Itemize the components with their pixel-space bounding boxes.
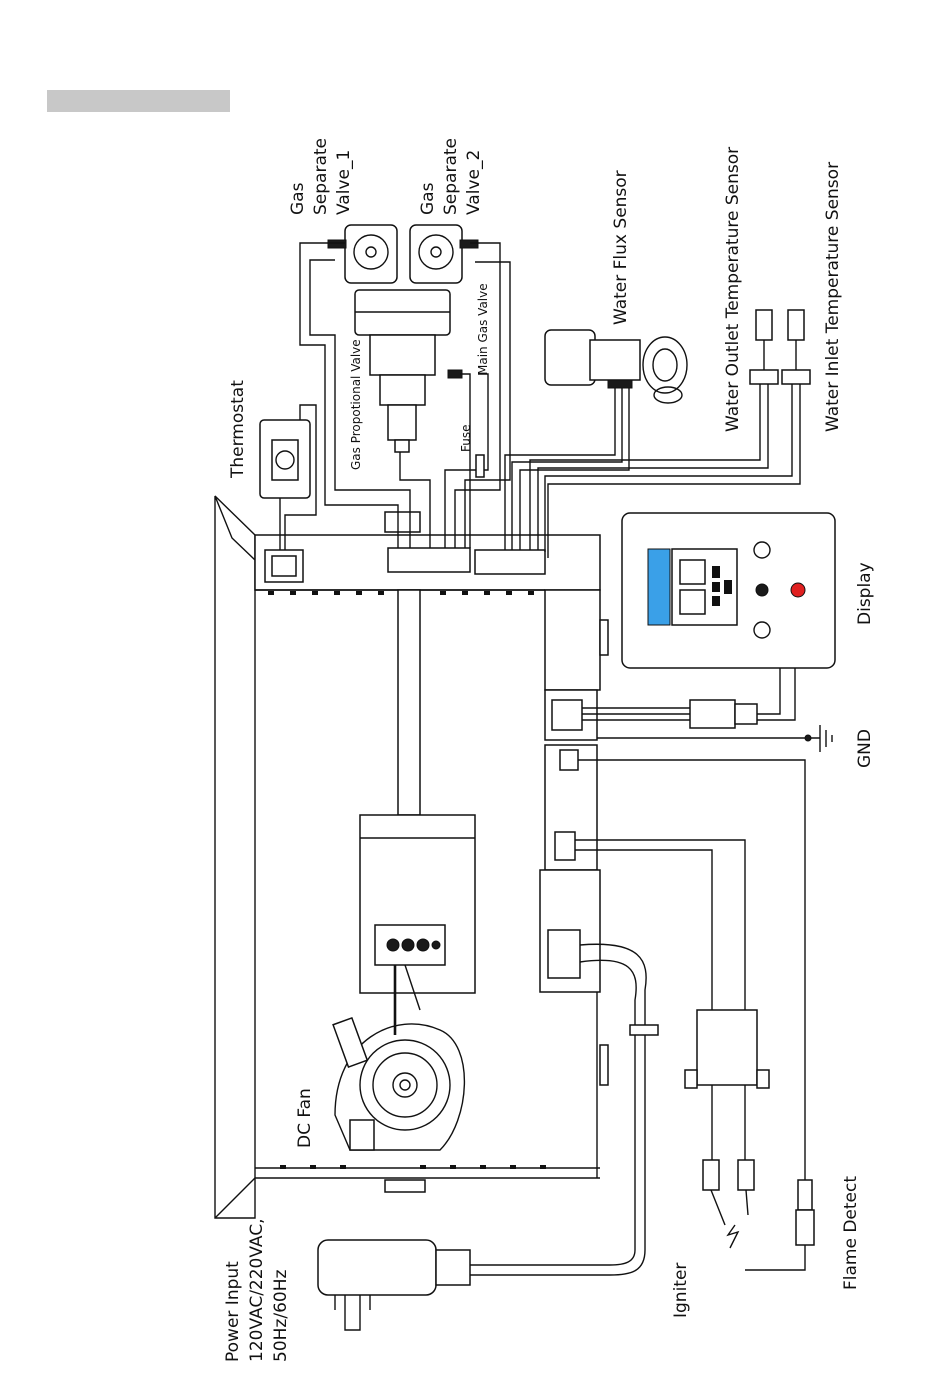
label-water-inlet-sensor: Water Inlet Temperature Sensor xyxy=(823,162,843,432)
label-igniter: Igniter xyxy=(671,1263,691,1318)
fuse-icon xyxy=(476,455,484,477)
gas-separate-valve-2 xyxy=(410,225,478,283)
label-gas-valve-2: Gas Separate Valve_2 xyxy=(418,138,484,215)
spark-icon xyxy=(728,1225,738,1248)
label-gnd: GND xyxy=(855,729,875,768)
label-water-outlet-sensor: Water Outlet Temperature Sensor xyxy=(723,147,743,432)
svg-text:Gas: Gas xyxy=(418,182,438,215)
center-duct xyxy=(398,590,420,815)
svg-text:Separate: Separate xyxy=(311,138,331,215)
svg-text:Valve_2: Valve_2 xyxy=(464,150,484,215)
thermostat-connector xyxy=(265,550,303,582)
main-gas-valve-body xyxy=(355,290,462,452)
label-main-gas-valve: Main Gas Valve xyxy=(476,283,490,375)
svg-text:120VAC/220VAC,: 120VAC/220VAC, xyxy=(247,1218,267,1362)
label-dc-fan: DC Fan xyxy=(295,1088,315,1148)
gas-separate-valve-1 xyxy=(328,225,397,283)
svg-text:50Hz/60Hz: 50Hz/60Hz xyxy=(271,1270,291,1362)
water-flux-sensor xyxy=(545,330,687,403)
flame-detect-wire xyxy=(560,750,814,1270)
svg-text:Valve_1: Valve_1 xyxy=(334,150,354,215)
lcd-screen xyxy=(648,549,670,625)
label-display: Display xyxy=(855,562,875,625)
power-button-icon xyxy=(756,584,768,596)
flux-sensor-wires xyxy=(505,388,629,550)
ground-icon xyxy=(820,725,832,752)
label-gas-valve-1: Gas Separate Valve_1 xyxy=(288,138,354,215)
label-gas-proportional-valve: Gas Propotional Valve xyxy=(349,339,363,470)
power-led xyxy=(791,583,805,597)
label-power-input: Power Input 120VAC/220VAC, 50Hz/60Hz xyxy=(223,1218,291,1362)
svg-text:Separate: Separate xyxy=(441,138,461,215)
svg-text:Power Input: Power Input xyxy=(223,1261,243,1362)
sensor-connector-block xyxy=(475,550,545,574)
control-box xyxy=(360,815,475,1035)
label-water-flux-sensor: Water Flux Sensor xyxy=(611,170,631,325)
display-panel xyxy=(622,513,835,668)
svg-text:Gas: Gas xyxy=(288,182,308,215)
thermostat xyxy=(260,405,316,550)
power-plug xyxy=(318,1240,436,1295)
dc-fan xyxy=(333,1018,464,1150)
label-fuse: Fuse xyxy=(459,425,473,453)
label-flame-detect: Flame Detect xyxy=(841,1176,861,1290)
header-bar xyxy=(47,90,230,112)
label-thermostat: Thermostat xyxy=(228,380,248,479)
